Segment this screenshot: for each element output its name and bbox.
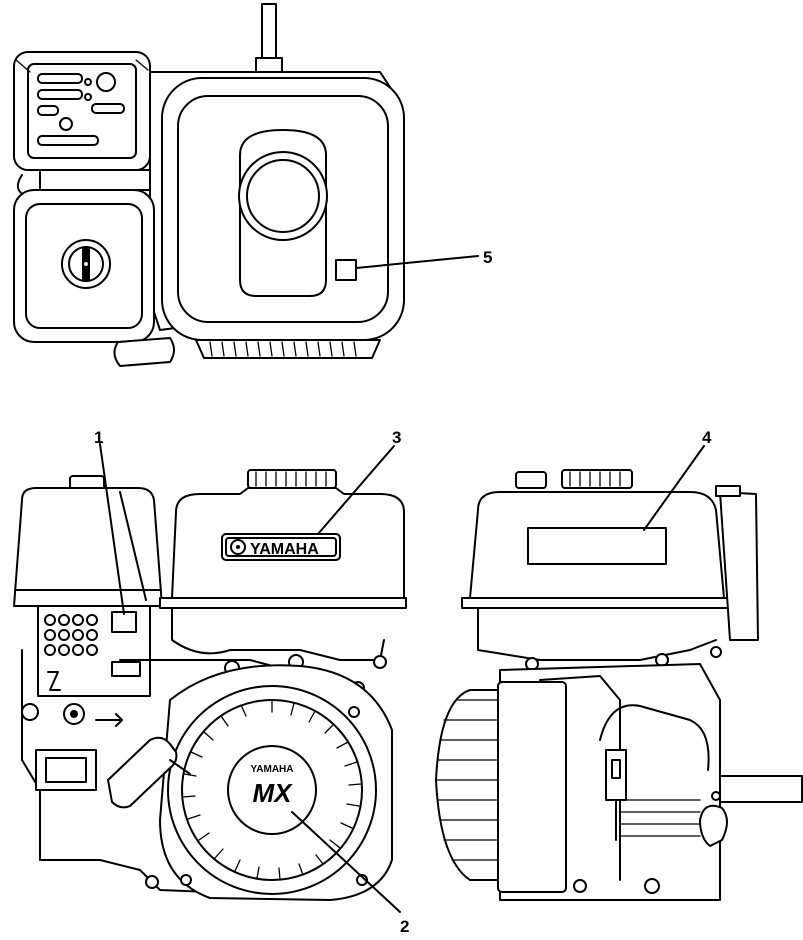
callout-5: 5	[355, 248, 492, 269]
callout-5-number: 5	[483, 248, 492, 267]
engine-top-view	[13, 3, 405, 367]
bolt-front-c	[373, 655, 387, 669]
callout-2-leader	[291, 811, 401, 913]
callout-4-number: 4	[702, 428, 712, 447]
starter-handle-top	[113, 337, 175, 367]
yamaha-tank-text: YAMAHA	[250, 541, 319, 558]
callout-3-leader	[317, 445, 395, 535]
fuel-cap	[247, 469, 337, 489]
badge-yamaha-text: YAMAHA	[251, 764, 294, 775]
recoil-rope	[169, 759, 191, 775]
recoil-pull-handle	[107, 736, 178, 809]
yamaha-mx-badge	[227, 745, 317, 835]
fuel-tank-side	[461, 469, 731, 609]
callout-3: 3	[317, 428, 401, 535]
tank-underside-side	[477, 607, 717, 661]
muffler-bracket	[39, 169, 151, 191]
callout-2-number: 2	[400, 917, 409, 936]
recoil-starter: YAMAHA MX	[159, 664, 393, 901]
callout-3-number: 3	[392, 428, 401, 447]
engine-front-view: YAMAHA	[13, 469, 407, 901]
base-bolt-left	[145, 875, 159, 889]
label-5-marker	[335, 259, 357, 281]
ignition-wire	[599, 704, 710, 771]
callout-5-leader	[355, 255, 479, 269]
cooling-fins-top	[195, 339, 381, 359]
callout-4-leader	[643, 445, 705, 531]
fuel-valve-knob	[21, 703, 39, 721]
engine-side-view	[435, 469, 803, 901]
muffler	[13, 51, 151, 171]
air-cleaner-front	[13, 475, 163, 607]
callout-4: 4	[643, 428, 712, 531]
badge-model-text: MX	[253, 778, 294, 808]
callout-1-number: 1	[94, 428, 103, 447]
label-1-marker	[111, 611, 137, 633]
recoil-starter-side	[435, 681, 567, 893]
fuel-tank-top	[161, 77, 405, 341]
label-4-marker	[527, 527, 667, 565]
callout-1: 1	[94, 428, 125, 615]
oil-filler-cap	[699, 804, 728, 847]
fuel-tank-front: YAMAHA	[159, 469, 407, 609]
muffler-front	[37, 605, 151, 727]
output-shaft	[719, 775, 803, 803]
air-cleaner-top	[13, 189, 155, 343]
carb-block	[111, 661, 141, 677]
tank-underside	[171, 607, 385, 661]
callout-2: 2	[291, 811, 409, 936]
fuel-cap-side	[561, 469, 633, 489]
starter-louvers	[182, 699, 362, 881]
callout-1-leader	[99, 443, 125, 615]
muffler-holes	[44, 614, 98, 656]
muffler-side	[719, 491, 759, 641]
